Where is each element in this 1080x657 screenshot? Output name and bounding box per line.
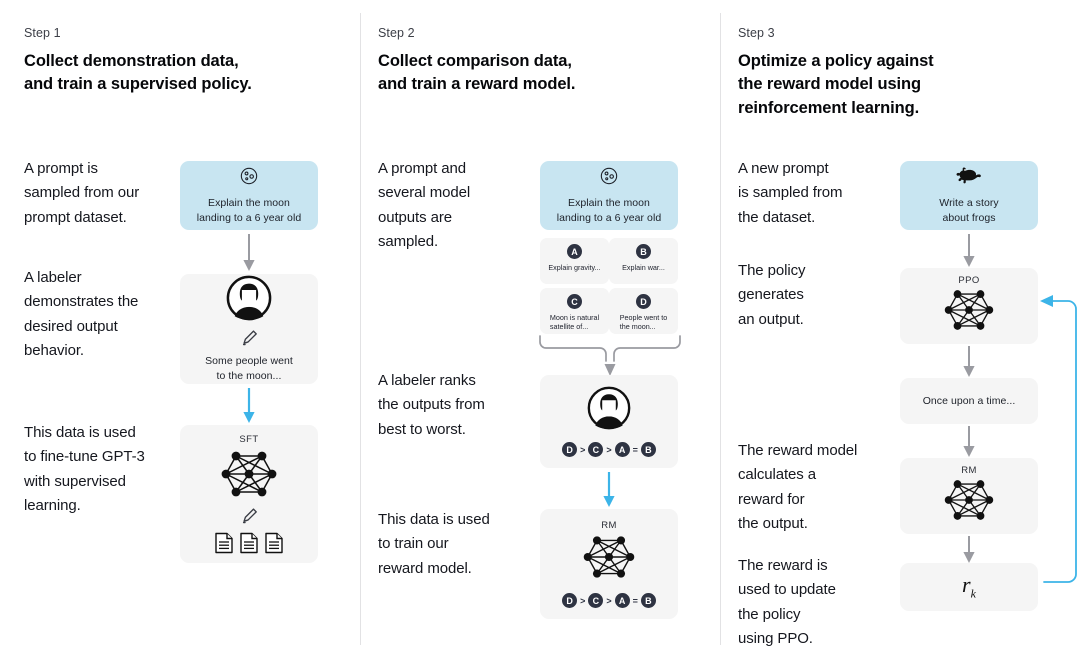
- ranking-badge-b: B: [640, 442, 656, 457]
- prompt-card-2-text: Explain the moon landing to a 6 year old: [556, 197, 662, 224]
- paragraph-2-2: A labeler ranks the outputs from best to…: [378, 372, 485, 438]
- step-label-2: Step 2: [378, 26, 415, 40]
- reward-model-card-2[interactable]: RM: [540, 509, 678, 619]
- paragraph-2-1: A prompt and several model outputs are s…: [378, 160, 471, 250]
- reward-subscript: k: [970, 586, 976, 601]
- rm-ranking-badge-b: B: [640, 593, 656, 608]
- pencil-icon: [238, 506, 260, 529]
- output-option-a[interactable]: A Explain gravity...: [540, 238, 609, 284]
- policy-model-card-title: PPO: [958, 274, 980, 286]
- labeler-avatar-icon: [587, 386, 631, 435]
- column-step-3: Step 3 Optimize a policy against the rew…: [720, 0, 1080, 657]
- step-title-2: Collect comparison data, and train a rew…: [378, 52, 576, 94]
- column-step-1: Step 1 Collect demonstration data, and t…: [0, 0, 360, 657]
- reward-model-card-3-title: RM: [961, 464, 977, 476]
- ranking-badge-c: C: [588, 442, 604, 457]
- documents-icon: [214, 532, 284, 554]
- ranking-op-1: >: [580, 444, 586, 455]
- ranking-badge-d: D: [562, 442, 578, 457]
- paragraph-1-3: This data is used to fine-tune GPT-3 wit…: [24, 424, 145, 514]
- ranking-badge-a: A: [614, 442, 630, 457]
- output-option-c[interactable]: C Moon is natural satellite of...: [540, 288, 609, 334]
- prompt-card-3[interactable]: Write a story about frogs: [900, 161, 1038, 230]
- policy-model-card[interactable]: PPO: [900, 268, 1038, 344]
- rm-ranking-badge-a: A: [614, 593, 630, 608]
- ranking-op-3: =: [632, 444, 638, 455]
- policy-output-card[interactable]: Once upon a time...: [900, 378, 1038, 424]
- sft-model-card-title: SFT: [239, 434, 259, 445]
- arrow-down-blue-2: [600, 472, 618, 513]
- column-step-2: Step 2 Collect comparison data, and trai…: [360, 0, 720, 657]
- step-label-1: Step 1: [24, 26, 61, 40]
- labeler-card-1[interactable]: Some people went to the moon...: [180, 274, 318, 384]
- ranking-op-2: >: [606, 444, 612, 455]
- column-divider-2: [720, 13, 721, 645]
- neural-network-icon: [940, 477, 998, 528]
- prompt-card-1[interactable]: Explain the moon landing to a 6 year old: [180, 161, 318, 230]
- pencil-icon: [238, 328, 260, 351]
- step-title-3: Optimize a policy against the reward mod…: [738, 52, 934, 117]
- arrow-down-gray-3b: [960, 346, 978, 383]
- neural-network-icon: [940, 287, 998, 338]
- paragraph-1-2: A labeler demonstrates the desired outpu…: [24, 269, 139, 359]
- arrow-down-gray-3a: [960, 234, 978, 273]
- paragraph-3-2: The policy generates an output.: [738, 262, 806, 328]
- policy-output-card-text: Once upon a time...: [922, 394, 1016, 407]
- paragraph-3-4: The reward is used to update the policy …: [738, 557, 836, 647]
- output-option-d[interactable]: D People went to the moon...: [609, 288, 678, 334]
- option-text-a: Explain gravity...: [548, 263, 601, 272]
- reward-value: rk: [962, 572, 976, 601]
- option-badge-a: A: [567, 244, 582, 259]
- rm-ranking-badge-c: C: [588, 593, 604, 608]
- moon-icon: [599, 166, 619, 191]
- step-label-3: Step 3: [738, 26, 775, 40]
- paragraph-3-1: A new prompt is sampled from the dataset…: [738, 160, 843, 226]
- reward-model-card-2-title: RM: [601, 520, 617, 531]
- labeler-avatar-icon: [226, 275, 272, 326]
- labeler-card-1-text: Some people went to the moon...: [205, 355, 293, 382]
- option-text-d: People went to the moon...: [619, 313, 668, 332]
- prompt-card-2[interactable]: Explain the moon landing to a 6 year old: [540, 161, 678, 230]
- option-badge-d: D: [636, 294, 651, 309]
- arrow-down-blue-1: [240, 388, 258, 429]
- column-divider-1: [360, 13, 361, 645]
- neural-network-icon: [580, 533, 638, 586]
- rm-ranking-badge-d: D: [562, 593, 578, 608]
- neural-network-icon: [218, 448, 280, 505]
- prompt-card-3-text: Write a story about frogs: [939, 197, 999, 224]
- paragraph-2-3: This data is used to train our reward mo…: [378, 511, 490, 577]
- reward-symbol: r: [962, 572, 971, 598]
- reward-value-card[interactable]: rk: [900, 563, 1038, 611]
- rm-ranking-op-2: >: [606, 595, 612, 606]
- option-text-c: Moon is natural satellite of...: [549, 313, 600, 332]
- reward-model-card-3[interactable]: RM: [900, 458, 1038, 534]
- ranking-row-labeler: D > C > A = B: [562, 442, 656, 457]
- output-option-b[interactable]: B Explain war...: [609, 238, 678, 284]
- option-badge-c: C: [567, 294, 582, 309]
- step-title-1: Collect demonstration data, and train a …: [24, 52, 252, 94]
- arrow-down-gray-1a: [240, 234, 258, 277]
- frog-icon: [956, 166, 982, 191]
- arrow-down-gray-3d: [960, 536, 978, 569]
- option-badge-b: B: [636, 244, 651, 259]
- labeler-ranking-card[interactable]: D > C > A = B: [540, 375, 678, 468]
- rm-ranking-op-3: =: [632, 595, 638, 606]
- brace-merge-arrow: [536, 334, 684, 383]
- ranking-row-reward-model: D > C > A = B: [562, 593, 656, 608]
- sft-model-card[interactable]: SFT: [180, 425, 318, 563]
- arrow-down-gray-3c: [960, 426, 978, 463]
- paragraph-1-1: A prompt is sampled from our prompt data…: [24, 160, 140, 226]
- rm-ranking-op-1: >: [580, 595, 586, 606]
- feedback-loop-arrow: [1034, 294, 1080, 594]
- paragraph-3-3: The reward model calculates a reward for…: [738, 442, 858, 532]
- prompt-card-1-text: Explain the moon landing to a 6 year old: [196, 197, 302, 224]
- option-text-b: Explain war...: [622, 263, 665, 272]
- moon-icon: [239, 166, 259, 191]
